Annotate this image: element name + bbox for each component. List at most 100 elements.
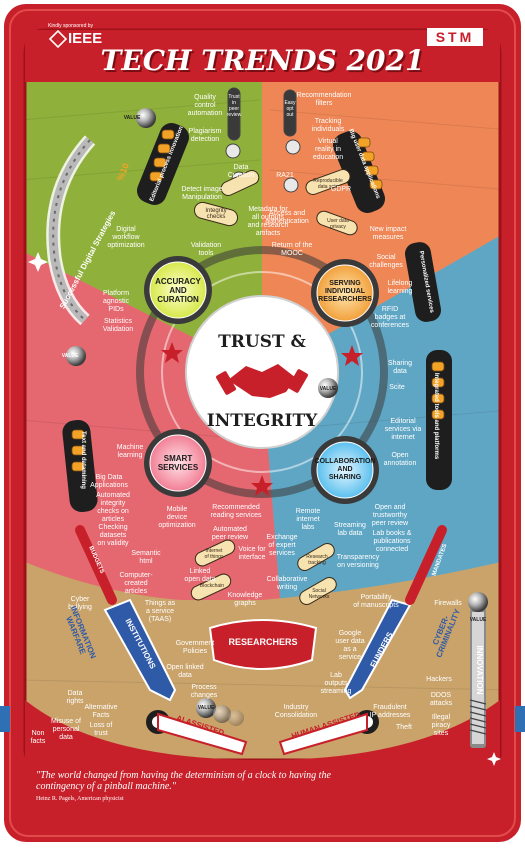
blue-label: Sharing data	[387, 360, 413, 375]
tan-label: Fraudulent IP addresses	[369, 704, 411, 719]
tan-label: Alternative Facts	[84, 704, 118, 719]
ball-icon	[318, 378, 338, 398]
pink-label: Computer- created articles	[119, 572, 153, 595]
tan-label: Process changes	[190, 684, 218, 699]
plunger-label: INNOVATION	[475, 645, 484, 695]
left-lane	[103, 598, 177, 702]
orange-capsule-label: User data privacy	[327, 218, 349, 230]
tan-label: Government Policies	[175, 640, 215, 655]
plunger[interactable]	[469, 608, 487, 748]
blue-label: Open annotation	[383, 452, 417, 467]
orange-label: Virtual reality in education	[312, 138, 344, 161]
blue-label: Collaborative writing	[266, 576, 308, 591]
green-label: Validation tools	[190, 242, 222, 257]
green-label: Statistics Validation	[102, 318, 134, 333]
tan-label: Loss of trust	[89, 722, 113, 737]
hub-collab-label: COLLABORATION AND SHARING	[314, 458, 376, 481]
ball-icon	[196, 698, 216, 718]
green-label: Metadata for all outputs and research ar…	[247, 206, 289, 237]
hub-smart	[144, 429, 212, 497]
tan-label: Data rights	[66, 690, 84, 705]
pink-label: Automated integrity checks on articles	[96, 492, 130, 523]
ieee-wordmark: IEEE	[68, 30, 103, 47]
green-label: Plagiarism detection	[188, 128, 222, 143]
green-label: Data Curation	[227, 164, 255, 179]
ball-icon	[136, 108, 156, 128]
tan-label: Non facts	[30, 730, 46, 745]
quote-attribution: Heinz R. Pagels, American physicist	[36, 796, 124, 802]
green-label: Platform agnostic PIDs	[102, 290, 130, 313]
blue-label: Editorial services via internet	[384, 418, 422, 441]
value-label: VALUE	[197, 705, 215, 711]
hub-smart-label: SMART SERVICES	[157, 454, 199, 472]
blue-label: Lab books & publications connected	[372, 530, 412, 553]
blue-label: RFID badges at conferences	[370, 306, 410, 329]
tan-label: Illegal piracy sites	[431, 714, 451, 737]
tan-label: Misuse of personal data	[51, 718, 81, 741]
orange-label: Easy opt out	[284, 100, 296, 118]
bumper-label: Text and datamining	[80, 431, 86, 489]
quote-text: "The world changed from having the deter…	[36, 770, 331, 792]
green-label: Detect image Manipulation	[181, 186, 223, 201]
tan-label: Google user data as a service	[335, 630, 365, 661]
orange-label: New impact measures	[369, 226, 407, 241]
orange-label: Tracking individuals	[311, 118, 345, 133]
center-title-line1: TRUST &	[218, 332, 306, 352]
right-lane	[343, 598, 412, 700]
bumper-label: Integrated tools and platforms	[433, 372, 439, 460]
tan-label: Firewalls	[434, 600, 462, 607]
orange-label: Recommendation filters	[296, 92, 352, 107]
green-label: Trust in peer review	[226, 94, 242, 118]
header-band	[25, 30, 500, 82]
orange-label: RA21	[276, 172, 294, 179]
blue-capsule-label: Social Networks	[308, 588, 330, 600]
hub-collab	[311, 436, 379, 504]
blue-label: Scite	[389, 384, 405, 391]
stm-logo-box	[427, 28, 483, 46]
researchers-bumper	[208, 619, 318, 670]
blue-label: Transparency on versioning	[336, 554, 380, 569]
ball-icon	[66, 346, 86, 366]
blue-capsule-label: Research tracking	[306, 554, 328, 566]
tan-label: Open linked data	[166, 664, 204, 679]
pink-capsule-label: Internet of things	[204, 548, 224, 560]
blue-label: Streaming lab data	[334, 522, 366, 537]
pink-capsule-label: Blockchain	[199, 583, 225, 589]
pink-label: Knowledge graphs	[227, 592, 263, 607]
sector-blue	[262, 230, 500, 600]
value-label: VALUE	[469, 617, 487, 623]
sponsor-note: Kindly sponsored by	[48, 23, 94, 29]
page-title: TECH TRENDS 2021	[100, 44, 425, 77]
orange-label: Return of the MOOC	[271, 242, 313, 257]
orange-label: GDPR	[330, 186, 352, 193]
pink-label: Linked open data	[184, 568, 216, 583]
value-label: VALUE	[123, 115, 141, 121]
tan-label: Hackers	[426, 676, 452, 683]
ieee-logo-icon	[48, 29, 68, 49]
hub-serving-label: SERVING INDIVIDUAL RESEARCHERS	[318, 280, 372, 303]
blue-label: Portability of manuscripts	[353, 594, 399, 609]
tan-label: Industry Consolidation	[274, 704, 318, 719]
blue-label: Open and trustworthy peer review	[371, 504, 409, 527]
hub-accuracy	[144, 256, 212, 324]
tan-label: Theft	[396, 724, 412, 731]
pink-label: Semantic html	[131, 550, 161, 565]
right-flipper[interactable]	[278, 710, 379, 756]
peg-posts	[225, 87, 301, 193]
outer-ring	[136, 246, 388, 498]
pink-label: Machine learning	[116, 444, 144, 459]
ball-icon	[468, 592, 488, 612]
tan-label: Lab outputs streaming	[320, 672, 352, 695]
green-label: Digital workflow optimization	[107, 226, 145, 249]
researchers-label: RESEARCHERS	[228, 637, 298, 647]
stm-wordmark: STM	[435, 29, 475, 45]
tan-label: DDOS attacks	[429, 692, 453, 707]
tan-label: Cyber bullying	[68, 596, 92, 611]
green-label: Quality control automation	[187, 94, 223, 117]
center-title-line2: INTEGRITY	[206, 411, 318, 431]
orange-capsule-label: Reproducible data sets	[313, 178, 343, 190]
left-flipper[interactable]	[146, 710, 248, 756]
orange-label: Social challenges	[369, 254, 403, 269]
blue-label: Exchange of expert services	[266, 534, 298, 557]
